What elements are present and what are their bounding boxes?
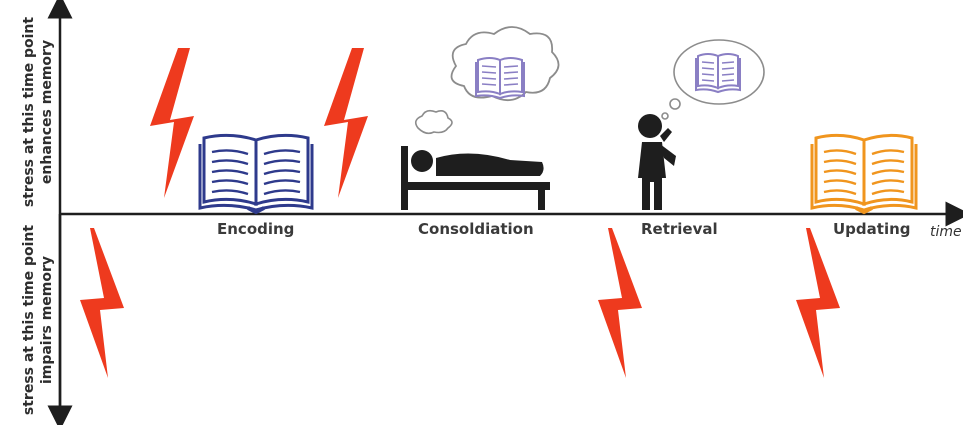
y-axis-label-impairs: stress at this time point impairs memory [20,220,56,420]
y-axis-label-impairs-line1: stress at this time point [21,224,37,416]
y-axis-label-enhances-line2: enhances memory [39,39,55,185]
sleeping-person-bed-icon [401,146,550,210]
open-book-icon [475,57,525,100]
open-book-icon [810,133,918,215]
open-book-icon [695,53,741,94]
thinking-person-icon [638,114,676,210]
lightning-bolt-icon [324,48,368,198]
y-axis-label-enhances: stress at this time point enhances memor… [20,12,56,212]
time-axis-label: time [930,224,962,240]
phase-label-updating: Updating [833,220,911,238]
lightning-bolt-icon [80,228,124,378]
open-book-icon [198,133,314,215]
lightning-bolt-icon [796,228,840,378]
phase-label-retrieval: Retrieval [641,220,718,238]
y-axis-label-enhances-line1: stress at this time point [21,16,37,208]
y-axis-label-impairs-line2: impairs memory [39,255,55,385]
thought-bubble-icon [414,109,453,135]
phase-label-encoding: Encoding [217,220,295,238]
lightning-bolt-icon [598,228,642,378]
lightning-bolt-icon [150,48,194,198]
phase-label-consolidation: Consoldiation [418,220,534,238]
